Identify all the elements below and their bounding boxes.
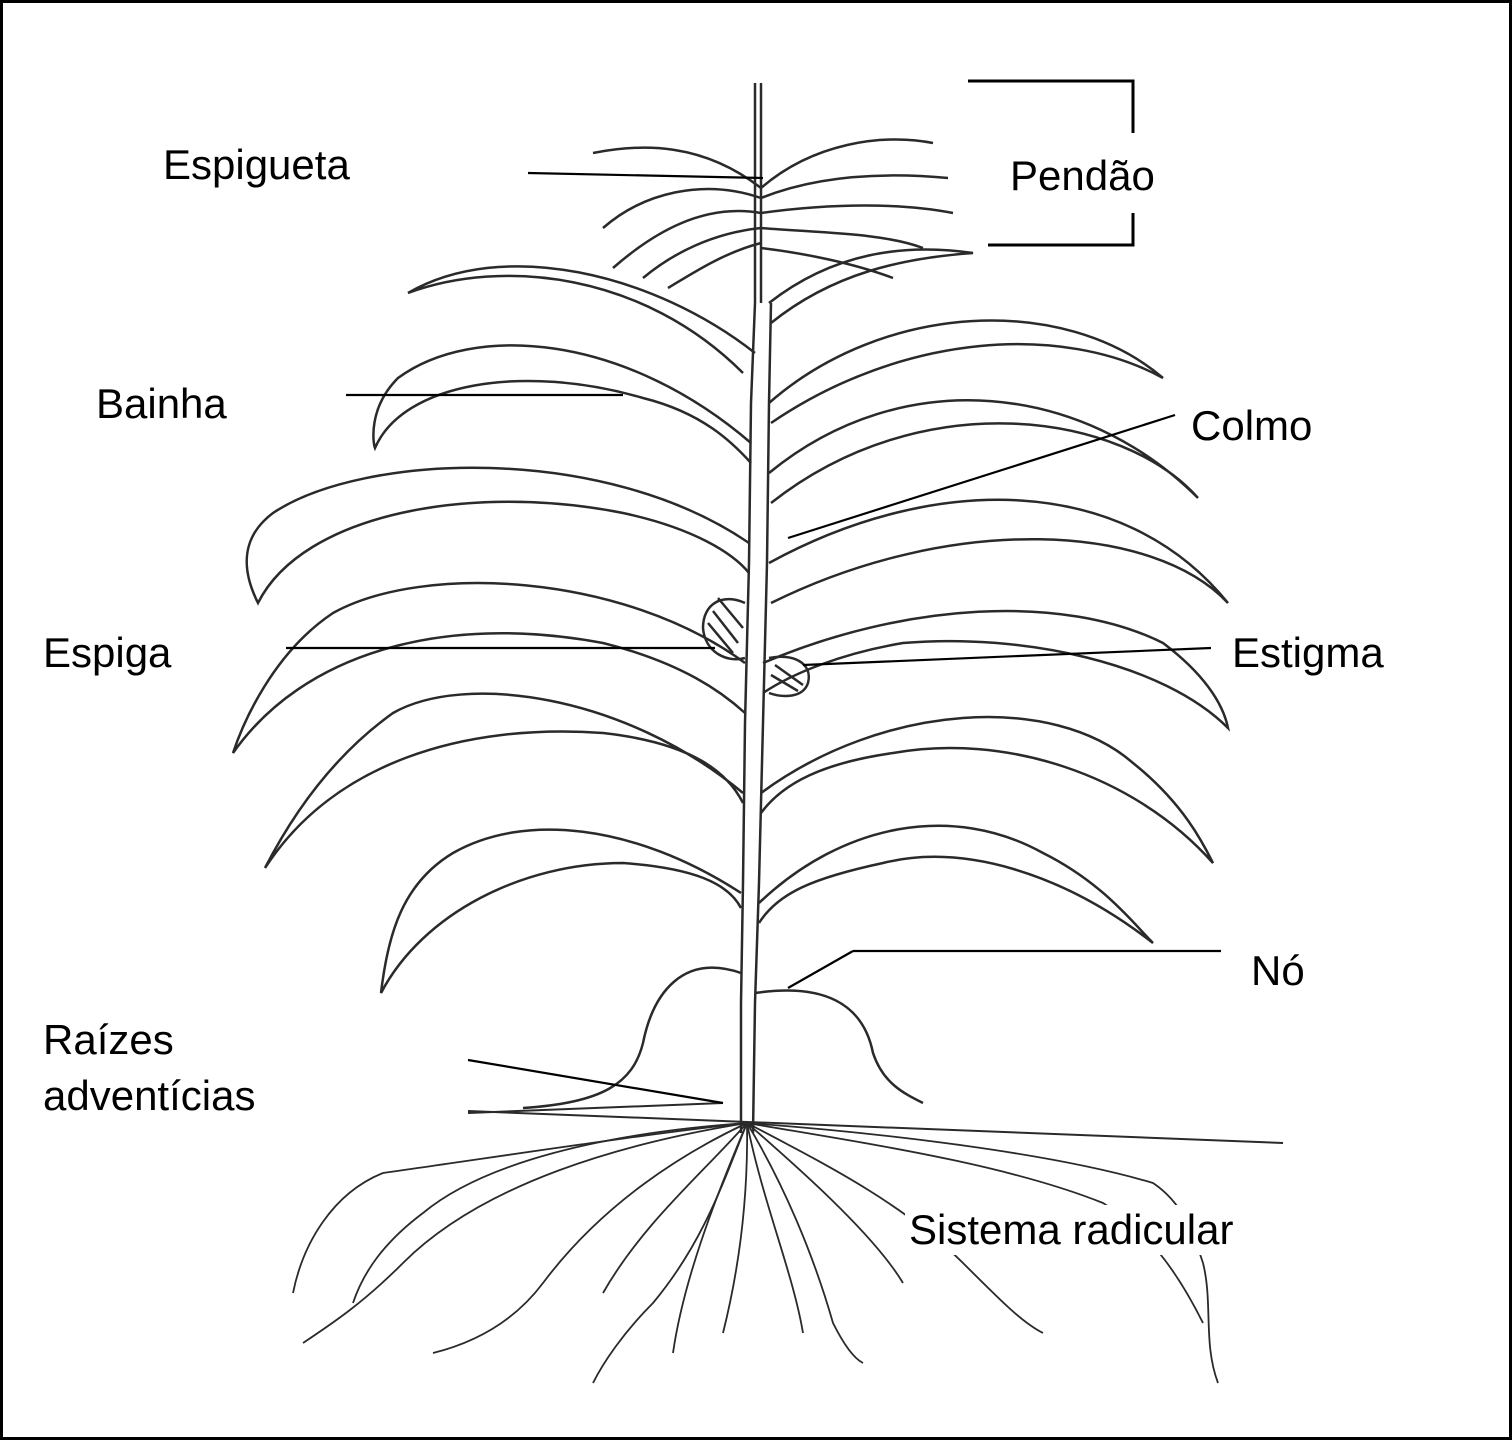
tassel [593, 83, 953, 303]
label-estigma: Estigma [1228, 628, 1388, 678]
label-no: Nó [1251, 946, 1305, 996]
label-sistema-radicular: Sistema radicular [905, 1205, 1237, 1255]
label-colmo: Colmo [1187, 401, 1316, 451]
label-espigueta: Espigueta [163, 140, 350, 190]
leaves [233, 250, 1228, 1108]
label-bainha: Bainha [96, 379, 227, 429]
label-espiga: Espiga [43, 628, 171, 678]
corn-plant-illustration [3, 3, 1512, 1443]
label-raizes-line2: adventícias [43, 1071, 255, 1121]
label-pendao: Pendão [1010, 151, 1155, 201]
ground-line [468, 1103, 1283, 1143]
stalk [741, 83, 771, 1133]
label-raizes-line1: Raízes [43, 1015, 174, 1065]
